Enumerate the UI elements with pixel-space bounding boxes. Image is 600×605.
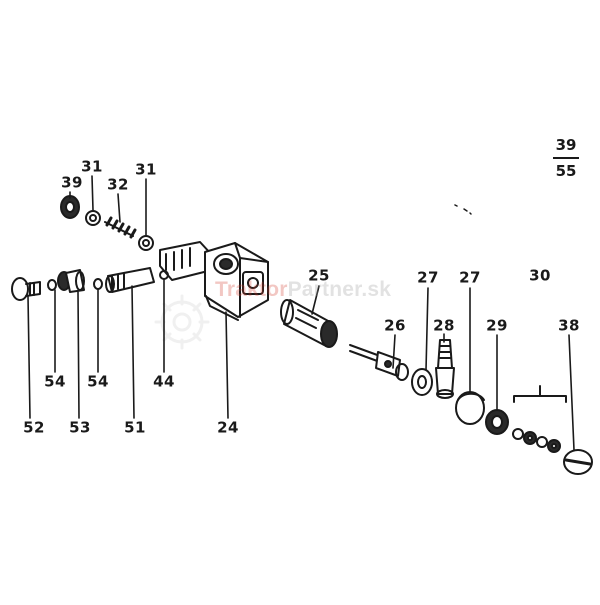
- part-label-31: 31: [135, 160, 157, 179]
- part-label-27: 27: [459, 268, 481, 287]
- part-27-washer-a: [411, 368, 433, 396]
- part-label-31: 31: [81, 157, 103, 176]
- part-31-oring-left: [85, 210, 101, 226]
- part-54-washer-left: [47, 279, 57, 291]
- part-label-32: 32: [107, 175, 129, 194]
- watermark-first: Traktor: [215, 278, 288, 301]
- part-label-24: 24: [217, 418, 239, 437]
- part-label-44: 44: [153, 372, 175, 391]
- part-53-fitting: [57, 269, 85, 293]
- part-27-cap-b: [455, 391, 485, 425]
- part-label-52: 52: [23, 418, 45, 437]
- part-label-29: 29: [486, 316, 508, 335]
- part-30-washer-set: [512, 428, 561, 453]
- part-label-26: 26: [384, 316, 406, 335]
- watermark-gear-icon: [154, 294, 210, 350]
- scan-specks: [454, 204, 472, 215]
- part-52-screw: [11, 277, 41, 301]
- leader-lines: [27, 175, 575, 451]
- part-label-27: 27: [417, 268, 439, 287]
- part-label-30: 30: [529, 266, 551, 285]
- page-ref-denominator: 55: [555, 162, 577, 180]
- part-label-54: 54: [44, 372, 66, 391]
- part-38-cap-screw: [563, 449, 593, 475]
- part-54-washer-right: [93, 278, 103, 290]
- part-label-39: 39: [61, 173, 83, 192]
- watermark-text: TraktorPartner.sk: [215, 278, 391, 302]
- part-label-51: 51: [124, 418, 146, 437]
- part-label-25: 25: [308, 266, 330, 285]
- part-30-bracket: [513, 385, 567, 403]
- page-ref-numerator: 39: [555, 136, 577, 154]
- part-label-28: 28: [433, 316, 455, 335]
- part-39-plug: [60, 195, 80, 219]
- part-25-sleeve: [280, 299, 338, 348]
- part-label-53: 53: [69, 418, 91, 437]
- part-32-spring: [104, 216, 137, 239]
- part-label-38: 38: [558, 316, 580, 335]
- part-28-needle: [435, 339, 455, 399]
- part-24-valve-housing: [159, 241, 269, 321]
- page-ref-divider: [553, 157, 579, 159]
- watermark-second: Partner.sk: [287, 278, 392, 301]
- part-31-oring-right: [138, 235, 154, 251]
- part-29-nut: [485, 409, 509, 435]
- part-label-54: 54: [87, 372, 109, 391]
- part-51-pin: [105, 267, 155, 293]
- page-reference: 39 55: [553, 138, 579, 179]
- part-26-spindle: [349, 344, 409, 381]
